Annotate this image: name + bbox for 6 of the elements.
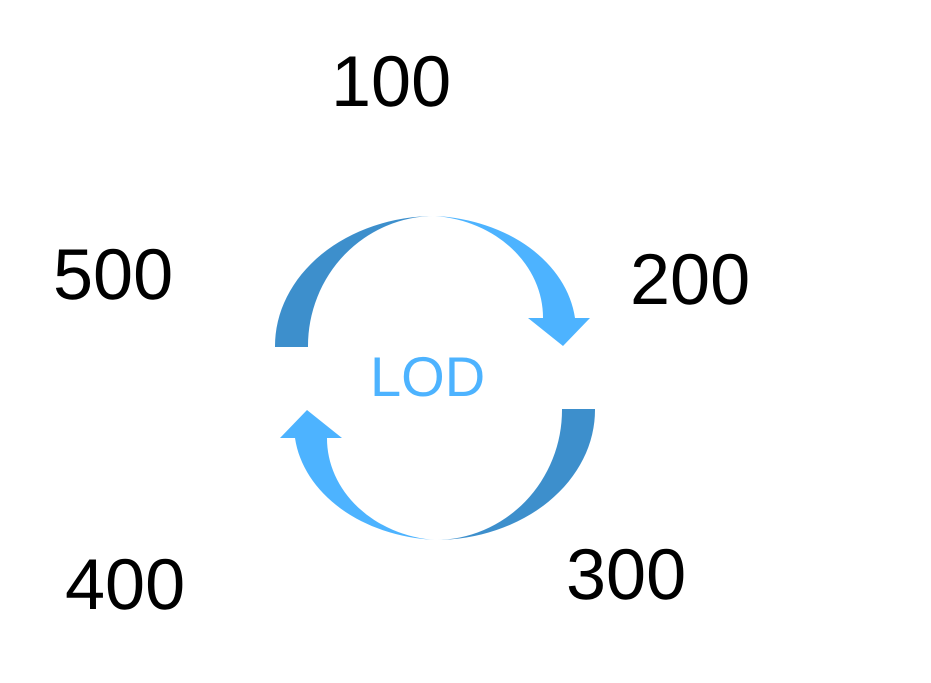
number-label: 100 [331, 46, 452, 118]
center-label: LOD [370, 349, 486, 405]
number-label: 400 [65, 549, 186, 621]
number-label: 500 [53, 239, 174, 311]
number-label: 200 [630, 244, 750, 316]
number-label: 300 [566, 539, 686, 611]
